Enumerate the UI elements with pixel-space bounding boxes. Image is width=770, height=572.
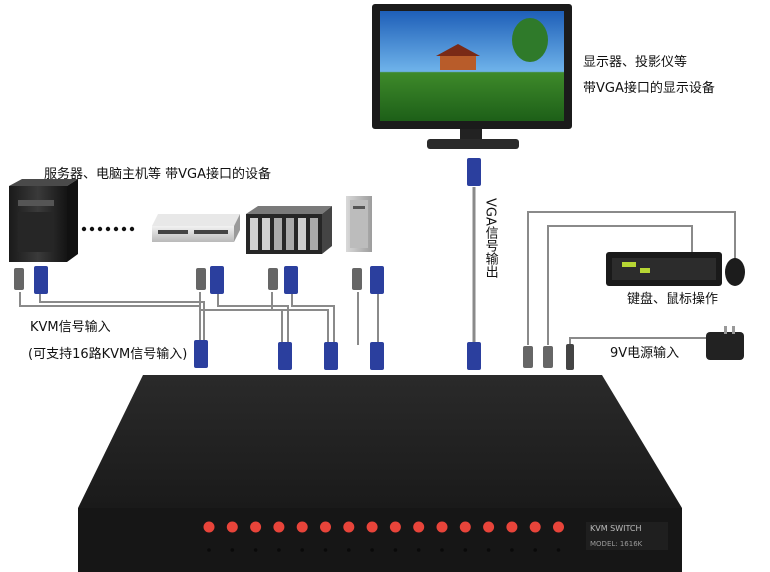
port-led <box>533 548 537 552</box>
input-cables <box>19 187 736 345</box>
port-led <box>393 548 398 552</box>
port-button <box>506 521 518 533</box>
keyboard <box>606 252 722 286</box>
port-led <box>207 548 211 552</box>
port-led <box>370 548 374 552</box>
port-button <box>203 521 215 533</box>
port-button <box>366 521 378 533</box>
kvm-input-label-line1: KVM信号输入 <box>30 320 111 335</box>
vga-connector-icons <box>34 158 481 370</box>
port-button <box>553 521 564 533</box>
port-led <box>230 548 235 552</box>
port-button <box>459 521 471 533</box>
kvm-switch <box>78 375 682 572</box>
port-led <box>556 548 561 552</box>
servers-label: 服务器、电脑主机等 带VGA接口的设备 <box>44 167 271 182</box>
port-button <box>250 521 262 533</box>
port-led <box>416 548 421 552</box>
display-label-line1: 显示器、投影仪等 <box>583 55 688 70</box>
port-button <box>343 521 355 533</box>
port-button <box>273 521 285 533</box>
ellipsis-dots <box>81 226 135 232</box>
rack-server <box>152 214 240 242</box>
port-led <box>347 548 351 552</box>
kvm-input-label-line2: (可支持16路KVM信号输入) <box>28 347 188 362</box>
port-button <box>389 521 401 533</box>
port-led <box>440 548 444 552</box>
kvm-brand-label: KVM SWITCH <box>590 524 642 533</box>
port-led <box>300 548 305 552</box>
port-button <box>296 521 308 533</box>
blade-server <box>246 206 332 254</box>
blade-unit <box>346 196 372 252</box>
vga-output-label: VGA信号输出 <box>482 198 498 278</box>
mouse <box>725 258 745 286</box>
port-button <box>436 521 448 533</box>
port-button <box>226 521 238 533</box>
kvm-model-label: MODEL: 1616K <box>590 540 643 548</box>
port-led <box>510 548 514 552</box>
port-button <box>483 521 495 533</box>
port-led <box>253 548 258 552</box>
monitor <box>372 4 572 149</box>
display-label-line2: 带VGA接口的显示设备 <box>583 81 715 96</box>
port-button <box>529 521 541 533</box>
port-led <box>323 548 328 552</box>
kvm-port-buttons <box>203 521 564 552</box>
port-led <box>486 548 491 552</box>
port-button <box>413 521 425 533</box>
tower-server <box>9 179 78 262</box>
port-button <box>320 521 331 533</box>
power-input-label: 9V电源输入 <box>610 346 680 361</box>
port-led <box>277 548 281 552</box>
power-adapter <box>566 326 744 370</box>
usb-plug-icons <box>14 268 553 368</box>
keyboard-mouse-label: 键盘、鼠标操作 <box>627 292 719 307</box>
port-led <box>463 548 468 552</box>
